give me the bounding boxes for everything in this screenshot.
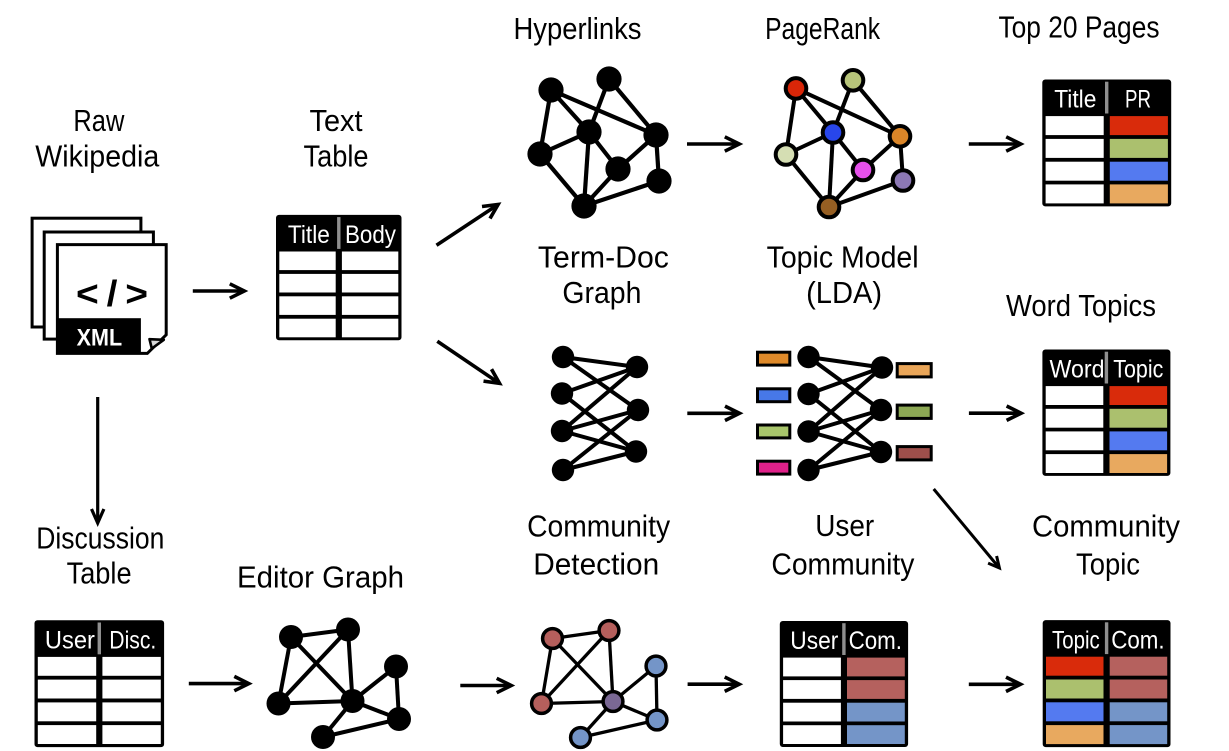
svg-text:Editor Graph: Editor Graph <box>237 560 404 595</box>
svg-text:Topic: Topic <box>1052 626 1100 654</box>
svg-text:Community: Community <box>1032 509 1180 544</box>
svg-text:User: User <box>45 627 95 655</box>
svg-text:User: User <box>815 508 874 543</box>
svg-text:Top 20 Pages: Top 20 Pages <box>999 10 1160 45</box>
svg-text:Title: Title <box>288 221 330 249</box>
svg-text:PageRank: PageRank <box>765 11 880 46</box>
svg-text:Topic: Topic <box>1113 356 1163 384</box>
svg-text:Com.: Com. <box>849 627 902 655</box>
svg-text:Word Topics: Word Topics <box>1006 288 1156 323</box>
svg-text:Text: Text <box>310 103 363 138</box>
svg-text:Discussion: Discussion <box>36 520 164 555</box>
svg-text:Disc.: Disc. <box>109 627 156 655</box>
svg-text:Topic: Topic <box>1076 546 1140 581</box>
svg-text:Hyperlinks: Hyperlinks <box>514 11 642 46</box>
svg-text:Graph: Graph <box>562 275 641 310</box>
svg-text:Table: Table <box>67 556 132 591</box>
svg-text:Community: Community <box>527 509 670 544</box>
svg-text:Community: Community <box>771 546 914 581</box>
svg-text:Wikipedia: Wikipedia <box>35 139 160 174</box>
svg-text:PR: PR <box>1125 86 1151 114</box>
svg-text:< / >: < / > <box>76 273 148 314</box>
svg-text:Table: Table <box>304 139 369 174</box>
svg-text:Detection: Detection <box>533 546 659 581</box>
svg-text:Word: Word <box>1050 356 1105 384</box>
svg-text:Body: Body <box>345 221 396 249</box>
svg-text:Topic Model: Topic Model <box>767 240 919 275</box>
svg-text:XML: XML <box>77 325 123 352</box>
svg-text:Term-Doc: Term-Doc <box>538 240 669 275</box>
svg-text:Com.: Com. <box>1111 626 1164 654</box>
svg-text:Raw: Raw <box>73 103 125 138</box>
svg-text:User: User <box>790 627 838 655</box>
svg-text:(LDA): (LDA) <box>806 275 882 310</box>
svg-text:Title: Title <box>1054 86 1096 114</box>
